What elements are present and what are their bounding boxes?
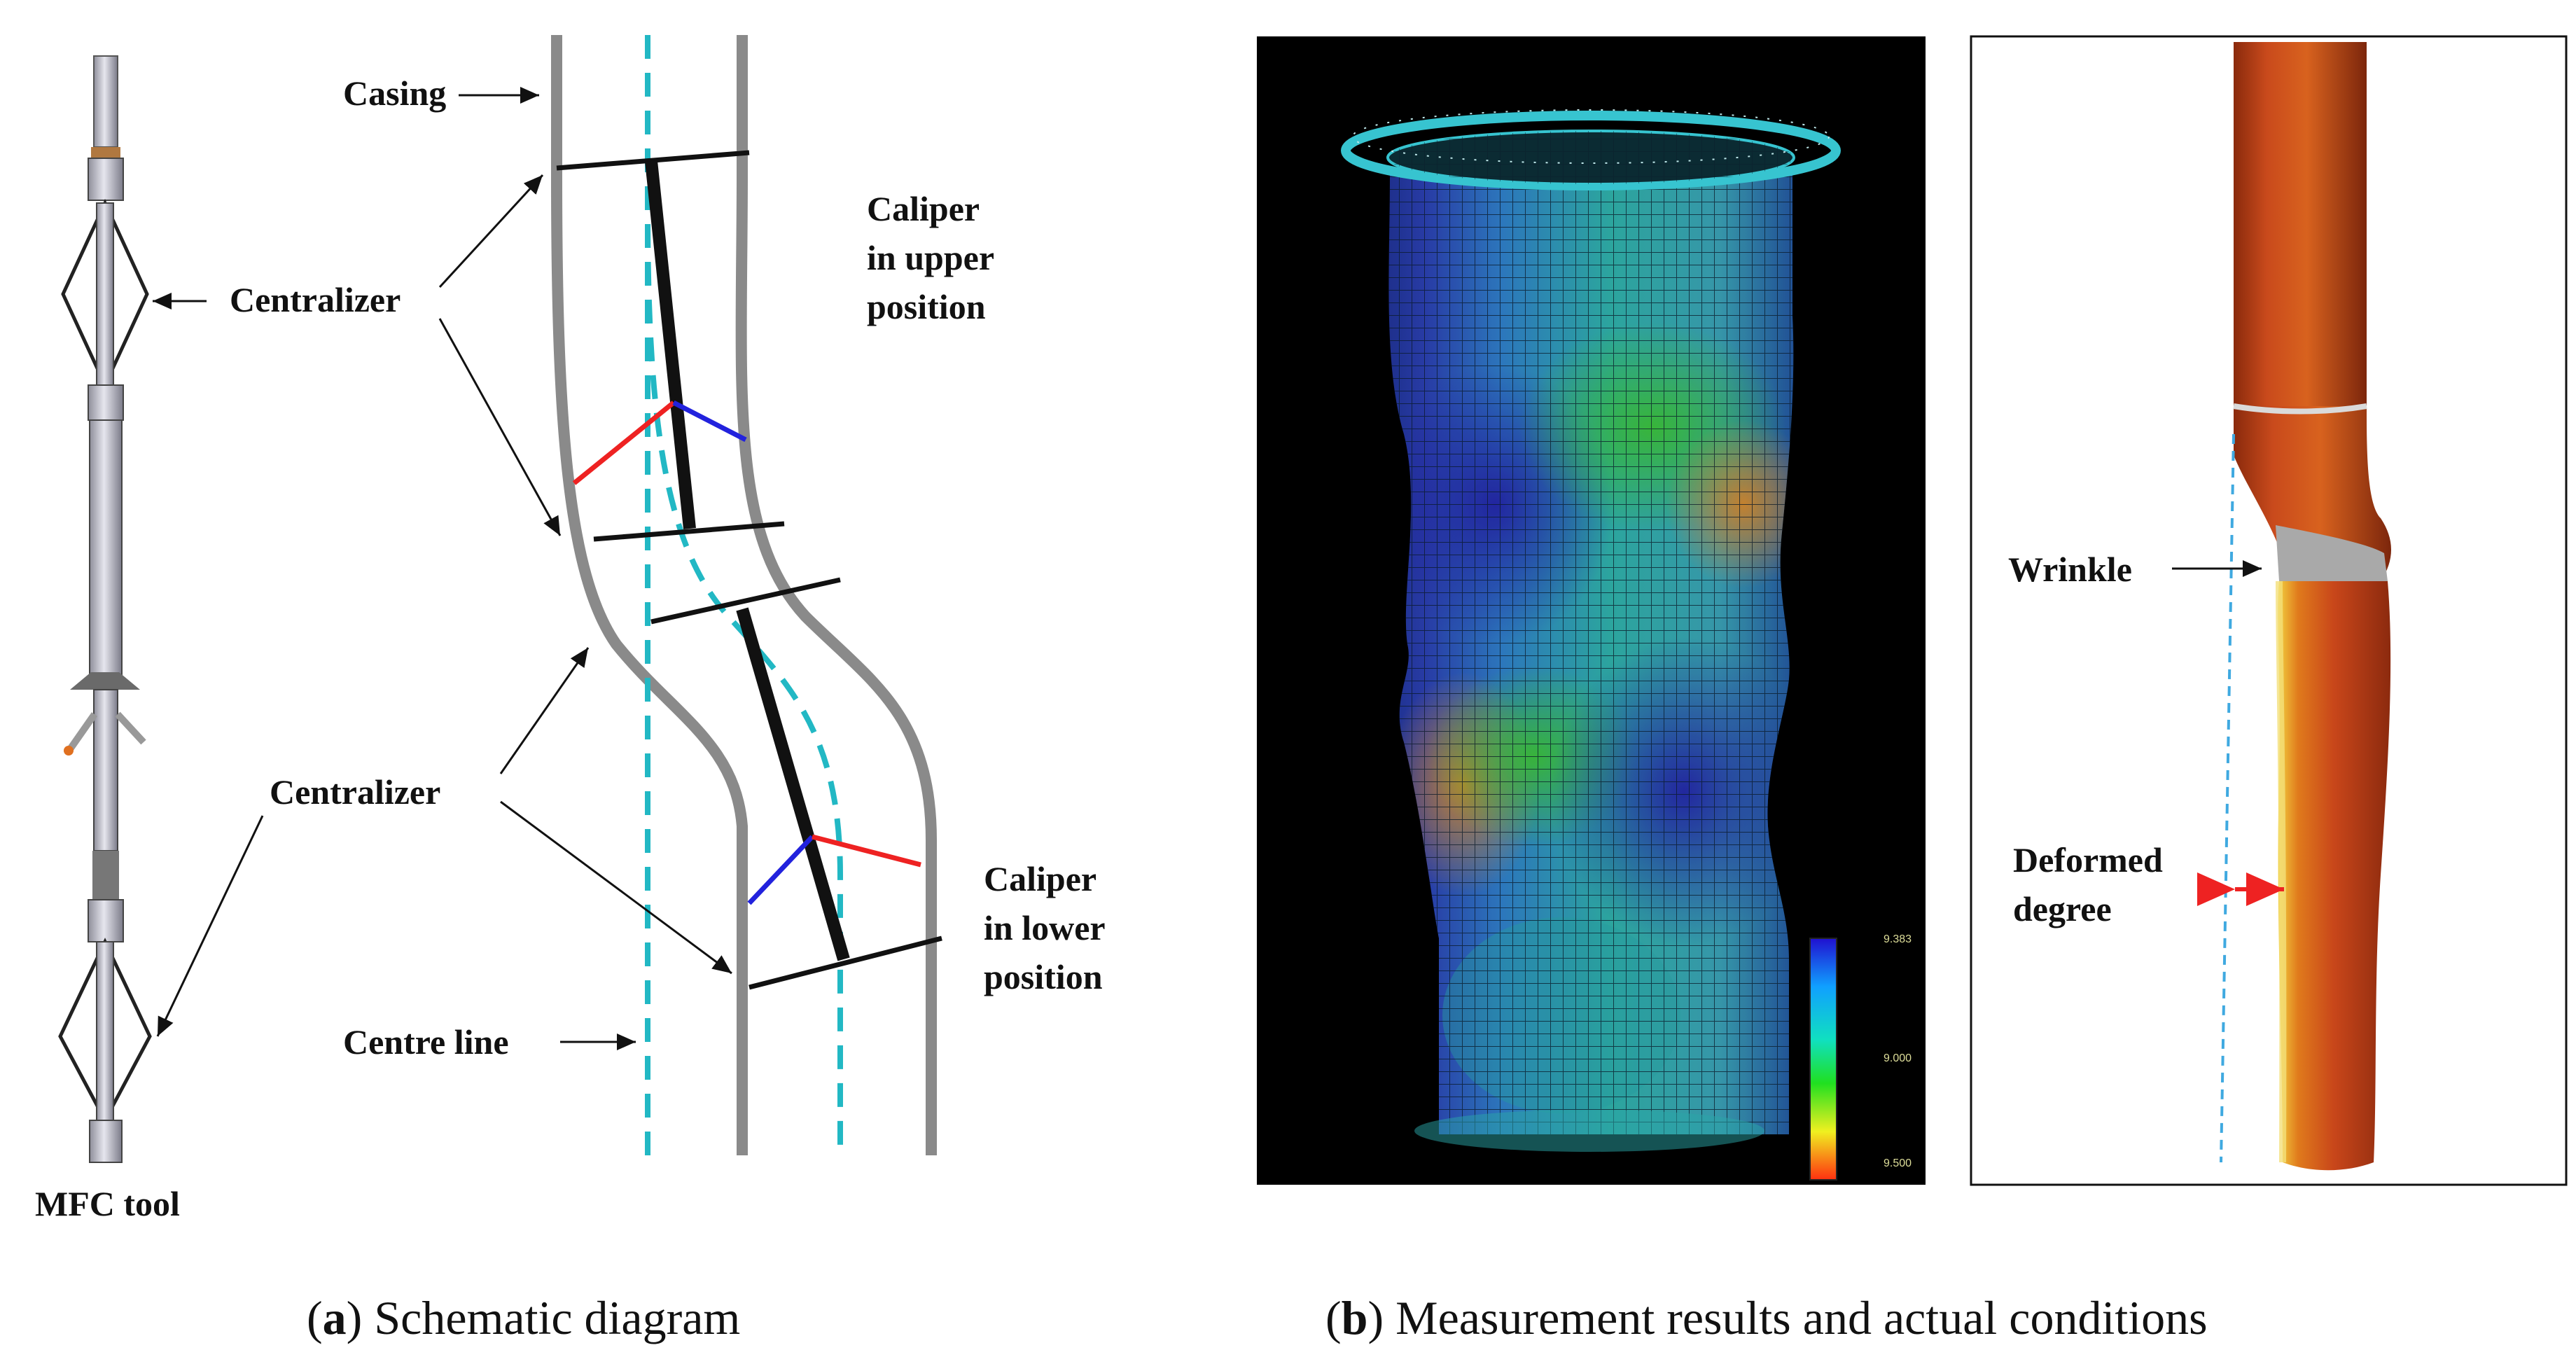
centralizer-upper-arrow-1: [438, 174, 544, 288]
centralizer-lower-tool-arrow: [156, 815, 264, 1037]
caliper-lower-label-1: Caliper: [984, 859, 1096, 898]
caliper-lower-label-2: in lower: [984, 908, 1106, 947]
colorbar-tick-mid: 9.000: [1884, 1052, 1912, 1064]
centre-line-label: Centre line: [343, 1022, 509, 1062]
casing: [551, 35, 937, 1155]
centralizer-upper-label: Centralizer: [230, 280, 401, 319]
caption-a: (a) Schematic diagram: [307, 1291, 740, 1344]
colorbar-tick-bottom: 9.500: [1884, 1157, 1912, 1169]
centralizer-lower-arrow-1: [499, 647, 590, 774]
measurement-mesh-image: 9.383 9.000 9.500: [1257, 36, 1926, 1185]
mfc-tool-drawing: [58, 55, 152, 1163]
caption-b: (b) Measurement results and actual condi…: [1325, 1291, 2208, 1344]
caliper-upper-label-2: in upper: [867, 238, 994, 277]
mfc-tool-label: MFC tool: [35, 1184, 180, 1223]
photo-centre-line: [2220, 433, 2235, 1163]
caliper-upper-label-1: Caliper: [867, 189, 980, 228]
colorbar-tick-top: 9.383: [1884, 933, 1912, 945]
lower-centralizer-tool: [650, 577, 942, 990]
wrinkle-label: Wrinkle: [2008, 550, 2132, 589]
caliper-upper-label-3: position: [867, 287, 986, 326]
casing-label: Casing: [343, 74, 446, 113]
actual-casing-photo: [1970, 35, 2568, 1186]
upper-centralizer-tool: [556, 150, 785, 542]
deformed-degree-label-1: Deformed: [2013, 840, 2163, 879]
centralizer-lower-arrow-2: [500, 800, 732, 975]
centralizer-lower-label: Centralizer: [270, 772, 440, 812]
centralizer-upper-arrow-2: [438, 318, 562, 536]
caliper-lower-label-3: position: [984, 957, 1103, 996]
deformed-degree-label-2: degree: [2013, 889, 2112, 928]
